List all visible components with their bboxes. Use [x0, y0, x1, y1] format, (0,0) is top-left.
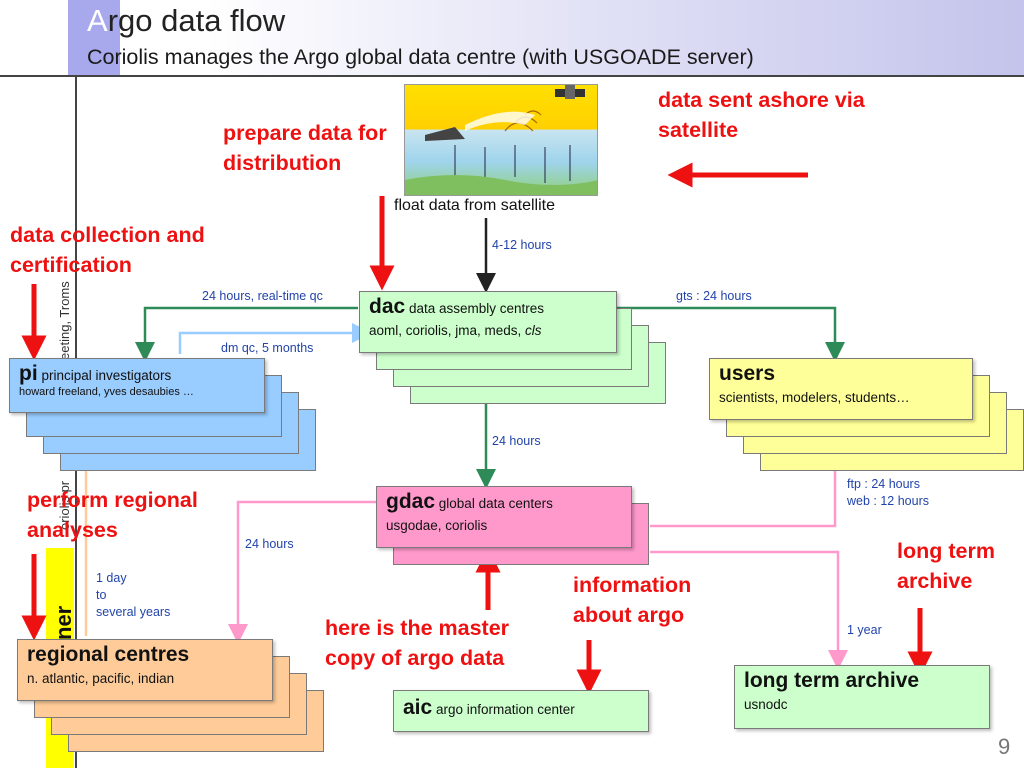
- title-first-letter: A: [87, 3, 108, 38]
- label-gdac-to-users-web: web : 12 hours: [847, 494, 929, 508]
- callout-archive-line1: long term: [897, 539, 995, 563]
- regional-node[interactable]: regional centres n. atlantic, pacific, i…: [17, 639, 273, 701]
- gdac-members: usgodae, coriolis: [386, 518, 488, 533]
- gdac-to-regional-arrow: [228, 500, 376, 644]
- aic-name: argo information center: [435, 702, 575, 717]
- callout-prepare-line1: prepare data for: [223, 121, 387, 145]
- label-sat-to-dac: 4-12 hours: [492, 238, 552, 252]
- gdac-name: global data centers: [438, 496, 553, 511]
- callout-archive-line2: archive: [897, 569, 973, 593]
- float-satellite-illustration: [404, 84, 598, 196]
- pi-to-dac-arrow: [178, 323, 372, 354]
- callout-sent-ashore-line2: satellite: [658, 118, 739, 142]
- users-node[interactable]: users scientists, modelers, students…: [709, 358, 973, 420]
- lta-members: usnodc: [744, 697, 788, 712]
- header-divider: [0, 75, 1024, 77]
- label-pi-to-dac: dm qc, 5 months: [221, 341, 314, 355]
- header-accent-square: [68, 0, 120, 76]
- label-regional-to-pi-line1: 1 day: [96, 571, 127, 585]
- callout-info-line2: about argo: [573, 603, 685, 627]
- pi-abbr: pi: [19, 362, 38, 385]
- aic-node[interactable]: aic argo information center: [393, 690, 649, 732]
- callout-master-line2: copy of argo data: [325, 646, 505, 670]
- callout-regional: perform regional analyses: [27, 485, 198, 545]
- callout-prepare: prepare data for distribution: [223, 118, 387, 178]
- gdac-abbr: gdac: [386, 490, 436, 513]
- label-dac-to-pi: 24 hours, real-time qc: [202, 289, 323, 303]
- callout-sent-ashore-line1: data sent ashore via: [658, 88, 865, 112]
- callout-collection-line2: certification: [10, 253, 132, 277]
- callout-info-line1: information: [573, 573, 692, 597]
- dac-node[interactable]: dac data assembly centres aoml, coriolis…: [359, 291, 617, 353]
- pi-members: howard freeland, yves desaubies …: [19, 386, 194, 398]
- page-number: 9: [998, 734, 1011, 759]
- callout-regional-line1: perform regional: [27, 488, 198, 512]
- label-regional-to-pi-line2: to: [96, 588, 107, 602]
- aic-abbr: aic: [403, 696, 433, 719]
- callout-prepare-line2: distribution: [223, 151, 342, 175]
- regional-members: n. atlantic, pacific, indian: [27, 671, 175, 686]
- callout-master: here is the master copy of argo data: [325, 613, 509, 673]
- lta-node[interactable]: long term archive usnodc: [734, 665, 990, 729]
- slide-subtitle: Coriolis manages the Argo global data ce…: [87, 45, 754, 69]
- label-regional-to-pi-line3: several years: [96, 605, 171, 619]
- lta-abbr: long term archive: [744, 669, 920, 692]
- users-abbr: users: [719, 362, 776, 385]
- callout-sent-ashore: data sent ashore via satellite: [658, 85, 865, 145]
- dac-members-italic: cls: [525, 323, 542, 338]
- label-regional-to-pi: 1 day to several years: [96, 570, 170, 621]
- slide-title: Argo data flow: [87, 4, 285, 38]
- callout-regional-line2: analyses: [27, 518, 118, 542]
- dac-to-users-arrow: [616, 306, 845, 362]
- pi-name: principal investigators: [41, 368, 172, 383]
- callout-info: information about argo: [573, 570, 691, 630]
- title-rest: rgo data flow: [107, 3, 286, 38]
- label-gdac-to-regional: 24 hours: [245, 537, 294, 551]
- header-band: [0, 0, 1024, 75]
- satellite-scene-icon: [405, 85, 597, 195]
- label-gdac-to-users: ftp : 24 hours web : 12 hours: [847, 476, 929, 510]
- label-gdac-to-users-ftp: ftp : 24 hours: [847, 477, 920, 491]
- dac-to-pi-arrow: [135, 306, 358, 362]
- callout-collection-line1: data collection and: [10, 223, 205, 247]
- regional-abbr: regional centres: [27, 643, 190, 666]
- label-gdac-to-lta: 1 year: [847, 623, 882, 637]
- label-dac-to-users: gts : 24 hours: [676, 289, 752, 303]
- gdac-to-lta-arrow: [650, 550, 848, 670]
- dac-members: aoml, coriolis, jma, meds,: [369, 323, 526, 338]
- image-caption: float data from satellite: [394, 197, 555, 214]
- users-members: scientists, modelers, students…: [719, 390, 910, 405]
- label-dac-to-gdac: 24 hours: [492, 434, 541, 448]
- gdac-node[interactable]: gdac global data centers usgodae, coriol…: [376, 486, 632, 548]
- callout-archive: long term archive: [897, 536, 995, 596]
- callout-collection: data collection and certification: [10, 220, 205, 280]
- callout-master-line1: here is the master: [325, 616, 510, 640]
- dac-abbr: dac: [369, 295, 406, 318]
- dac-name: data assembly centres: [408, 301, 545, 316]
- pi-node[interactable]: pi principal investigators howard freela…: [9, 358, 265, 413]
